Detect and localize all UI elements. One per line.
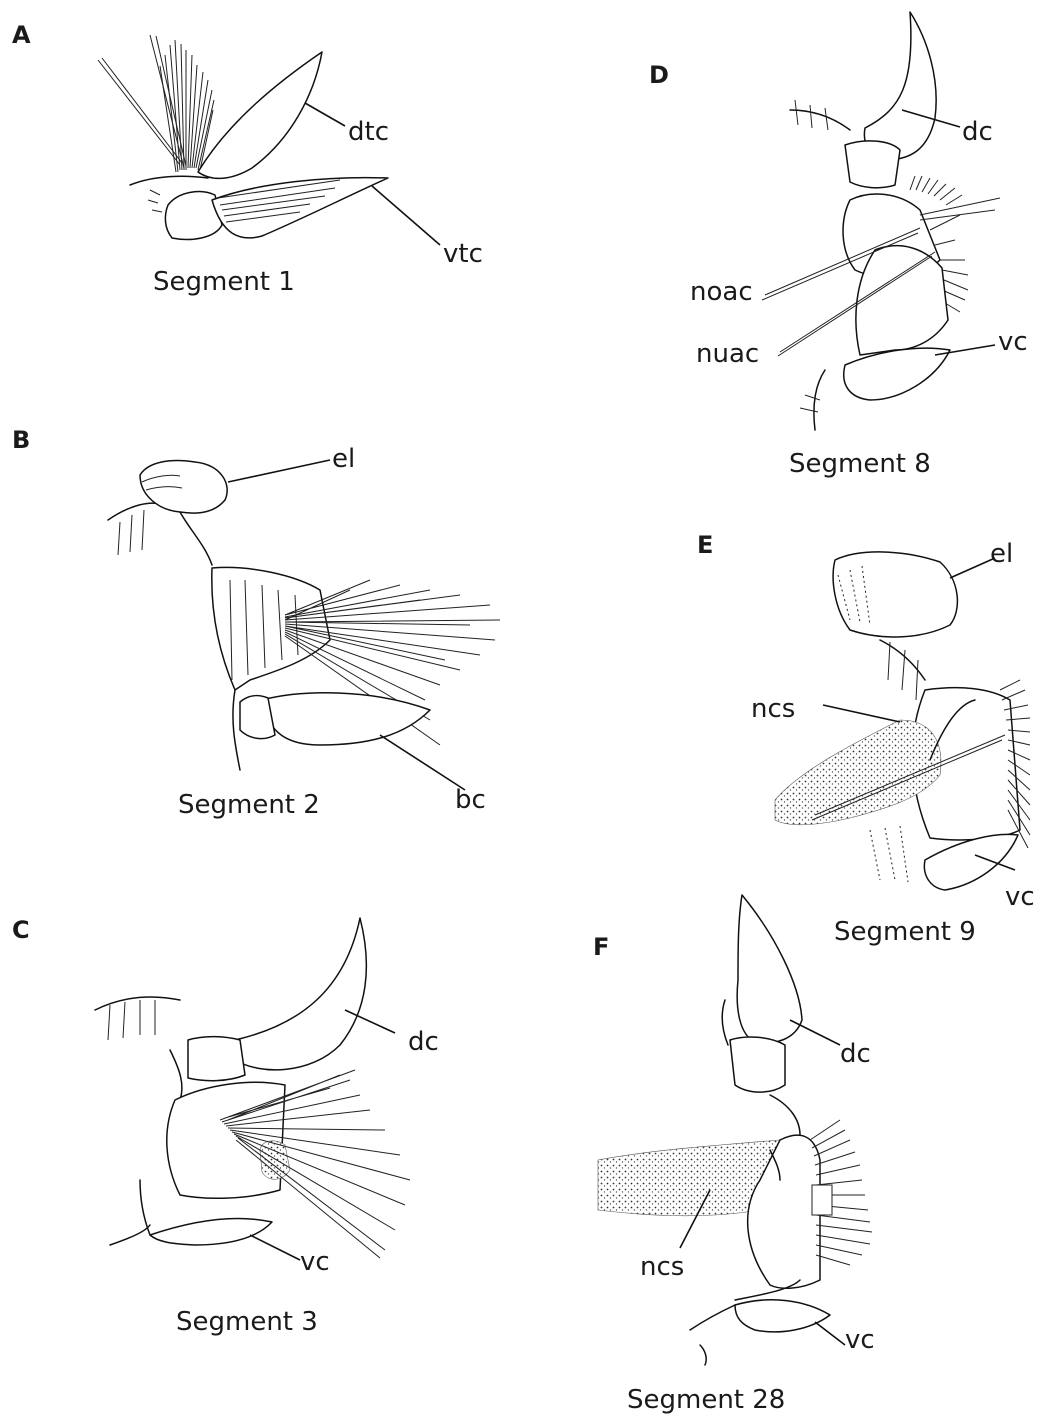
panel-letter-c: C bbox=[12, 916, 30, 944]
bc-cirrus-b bbox=[262, 693, 430, 745]
label-ncs-e: ncs bbox=[751, 694, 795, 724]
label-dtc: dtc bbox=[348, 117, 389, 147]
panel-d: D dc noac bbox=[649, 12, 1028, 479]
dtc-cirrus bbox=[198, 52, 322, 178]
segment-label-f: Segment 28 bbox=[627, 1385, 785, 1415]
label-dc-d: dc bbox=[962, 117, 993, 147]
label-vc-c: vc bbox=[300, 1247, 330, 1277]
leader-bc bbox=[380, 735, 465, 790]
parapodium-drawing-b bbox=[108, 461, 500, 770]
dc-cirrus-d bbox=[864, 12, 936, 160]
panel-letter-a: A bbox=[12, 21, 31, 49]
panel-letter-b: B bbox=[12, 426, 30, 454]
segment-label-c: Segment 3 bbox=[176, 1307, 318, 1337]
panel-letter-d: D bbox=[649, 61, 669, 89]
leader-dtc bbox=[305, 103, 345, 126]
parapodium-drawing-f bbox=[598, 895, 872, 1365]
segment-label-d: Segment 8 bbox=[789, 449, 931, 479]
leader-dc-f bbox=[790, 1020, 840, 1045]
label-nuac: nuac bbox=[696, 339, 759, 369]
label-dc-c: dc bbox=[408, 1027, 439, 1057]
parapodium-drawing-e bbox=[775, 552, 1030, 890]
segment-label-b: Segment 2 bbox=[178, 790, 320, 820]
parapodium-drawing-d bbox=[762, 12, 1000, 430]
label-noac: noac bbox=[690, 277, 753, 307]
label-el-b: el bbox=[332, 444, 355, 474]
panel-a: A dtc vtc Segment 1 bbox=[12, 21, 483, 297]
vc-cirrus-d bbox=[844, 348, 950, 400]
vc-cirrus-e bbox=[924, 834, 1018, 890]
leader-el-b bbox=[228, 460, 330, 482]
leader-vc-c bbox=[250, 1235, 300, 1260]
leader-vtc bbox=[372, 186, 440, 245]
label-bc: bc bbox=[455, 785, 486, 815]
dc-cirrus-c bbox=[235, 918, 366, 1070]
segment-label-a: Segment 1 bbox=[153, 267, 295, 297]
elytrophore-b bbox=[140, 461, 227, 514]
vc-cirrus-c bbox=[150, 1218, 272, 1245]
leader-vc-f bbox=[815, 1322, 845, 1345]
panel-e: E el ncs vc Segme bbox=[697, 531, 1035, 947]
label-vc-e: vc bbox=[1005, 882, 1035, 912]
panel-letter-f: F bbox=[593, 933, 609, 961]
leader-el-e bbox=[950, 558, 995, 578]
label-ncs-f: ncs bbox=[640, 1252, 684, 1282]
panel-c: C dc vc Segment 3 bbox=[12, 916, 439, 1337]
elytrophore-e bbox=[833, 552, 957, 637]
leader-ncs-e bbox=[823, 705, 900, 722]
segment-label-e: Segment 9 bbox=[834, 917, 976, 947]
label-vtc: vtc bbox=[443, 239, 483, 269]
panel-b: B el bc Segment 2 bbox=[12, 426, 500, 820]
panel-f: F dc ncs vc Seg bbox=[593, 895, 875, 1415]
label-vc-d: vc bbox=[998, 327, 1028, 357]
label-vc-f: vc bbox=[845, 1325, 875, 1355]
label-dc-f: dc bbox=[840, 1039, 871, 1069]
vc-cirrus-f bbox=[735, 1300, 830, 1332]
parapodium-drawing-a bbox=[98, 35, 388, 239]
parapodium-drawing-c bbox=[95, 918, 410, 1258]
label-el-e: el bbox=[990, 539, 1013, 569]
panel-letter-e: E bbox=[697, 531, 713, 559]
